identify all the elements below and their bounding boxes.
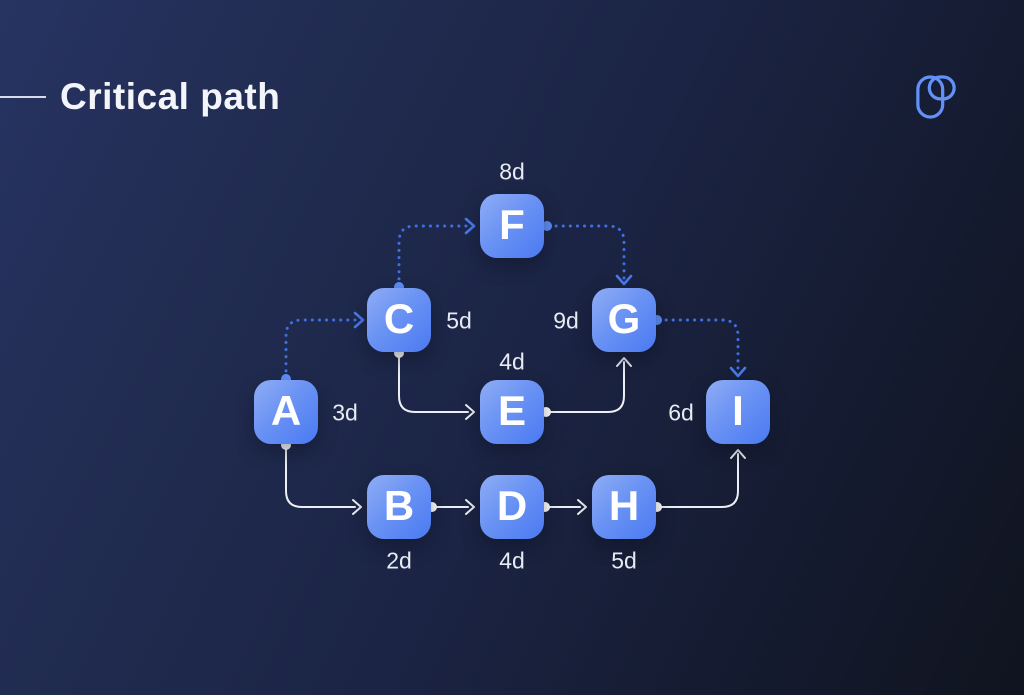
duration-label-G: 9d — [553, 307, 579, 334]
arrowhead-into-F — [464, 217, 476, 235]
node-C-letter: C — [383, 295, 415, 342]
duration-label-D: 4d — [499, 547, 525, 574]
p-logo-icon — [916, 75, 956, 119]
duration-label-F: 8d — [499, 158, 525, 185]
edge-A-B — [285, 445, 356, 508]
duration-label-B: 2d — [386, 547, 412, 574]
node-H: H — [592, 475, 656, 539]
arrowhead-into-G-top — [615, 274, 633, 286]
node-A-letter: A — [270, 387, 302, 434]
duration-label-I: 6d — [668, 399, 694, 426]
node-E-letter: E — [497, 387, 526, 434]
edge-C-E — [398, 353, 469, 413]
node-F-letter: F — [499, 201, 525, 248]
node-F: F — [480, 194, 544, 258]
arrowhead-into-G-bottom — [616, 357, 632, 367]
edge-F-G — [547, 224, 626, 280]
duration-label-A: 3d — [332, 399, 358, 426]
node-H-letter: H — [608, 482, 640, 529]
node-I: I — [706, 380, 770, 444]
node-B: B — [367, 475, 431, 539]
arrowhead-into-E — [465, 404, 475, 420]
arrowhead-into-B — [352, 499, 362, 515]
node-C: C — [367, 288, 431, 352]
connector-dot-F-right — [542, 221, 552, 231]
node-D: D — [480, 475, 544, 539]
arrowhead-into-D — [465, 499, 475, 515]
duration-label-H: 5d — [611, 547, 637, 574]
edge-A-C — [284, 318, 358, 380]
arrowhead-into-I-bottom — [730, 449, 746, 459]
arrowhead-into-C — [353, 311, 365, 329]
page-title: Critical path — [60, 76, 281, 117]
node-A: A — [254, 380, 318, 444]
node-E: E — [480, 380, 544, 444]
arrowhead-into-H — [577, 499, 587, 515]
node-B-letter: B — [383, 482, 415, 529]
node-G: G — [592, 288, 656, 352]
edge-C-F — [397, 224, 468, 288]
edge-G-I — [657, 318, 740, 372]
duration-label-C: 5d — [446, 307, 472, 334]
title-rule — [0, 96, 46, 98]
node-D-letter: D — [496, 482, 528, 529]
arrowhead-into-I-top — [729, 366, 747, 378]
node-G-letter: G — [607, 295, 641, 342]
duration-label-E: 4d — [499, 348, 525, 375]
node-I-letter: I — [732, 387, 744, 434]
edge-H-I — [658, 453, 739, 508]
edge-E-G — [546, 361, 625, 413]
